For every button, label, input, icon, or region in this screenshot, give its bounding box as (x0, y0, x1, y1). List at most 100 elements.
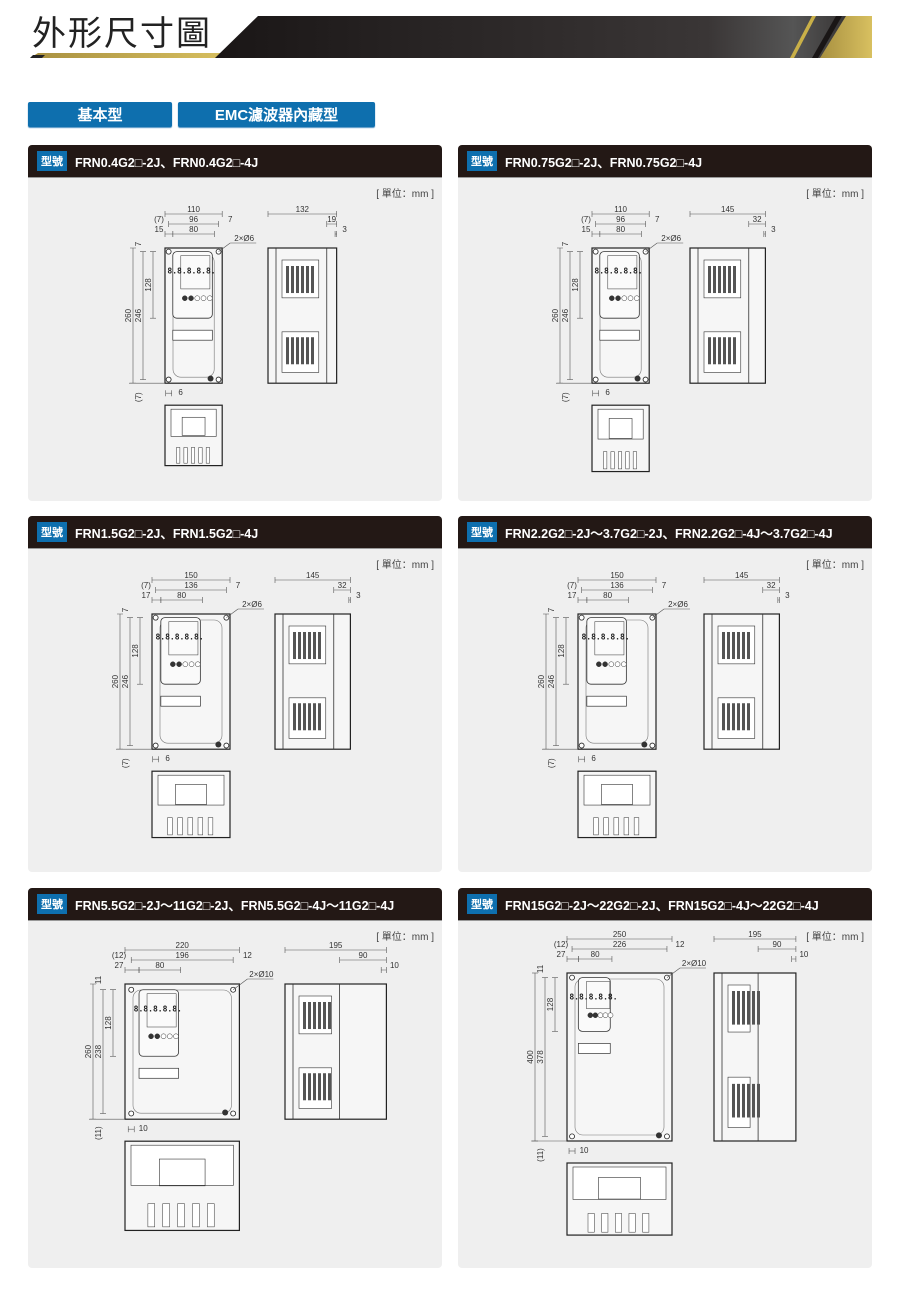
mount-hole (578, 614, 585, 621)
dim-foot: 6 (605, 388, 610, 397)
panel-header: 型號 FRN2.2G2□-2J～3.7G2□-2J、FRN2.2G2□-4J～3.… (458, 516, 872, 549)
unit-label: [ 單位：mm ] (806, 189, 864, 200)
dim-left-margin: (7) (581, 215, 591, 224)
model-title: FRN2.2G2□-2J～3.7G2□-2J、FRN2.2G2□-4J～3.7G… (505, 526, 833, 541)
dim-panel-width: 80 (177, 591, 186, 600)
mount-hole (223, 614, 230, 621)
dim-panel-offset: 17 (568, 591, 577, 600)
dim-depth: 195 (329, 941, 343, 950)
mount-hole (165, 248, 172, 255)
dim-panel-width: 80 (603, 591, 612, 600)
dim-left-margin: (12) (112, 951, 127, 960)
dim-right-margin: 12 (676, 940, 685, 949)
dim-left-margin: (7) (154, 215, 164, 224)
page-title: 外形尺寸圖 (32, 14, 212, 54)
dim-panel-height: 128 (104, 1016, 113, 1030)
nameplate (138, 1067, 179, 1079)
nameplate (586, 695, 627, 707)
model-title: FRN5.5G2□-2J～11G2□-2J、FRN5.5G2□-4J～11G2□… (75, 898, 395, 913)
dim-hole-pitch: 96 (616, 215, 625, 224)
unit-label: [ 單位：mm ] (376, 560, 434, 571)
dim-panel-height: 128 (546, 997, 555, 1011)
dim-depth-a: 19 (327, 215, 336, 224)
dim-bottom-margin: (7) (134, 392, 143, 402)
dim-bottom-margin: (7) (121, 758, 130, 768)
front-view: 8.8.8.8.8. (164, 247, 223, 384)
mount-hole (649, 742, 656, 749)
led-display-icon: 8.8.8.8.8. (167, 267, 215, 276)
bottom-view (566, 1162, 673, 1236)
side-view (703, 613, 781, 750)
dim-right-margin: 7 (662, 581, 667, 590)
side-view (284, 983, 388, 1120)
front-view: 8.8.8.8.8. (591, 247, 650, 384)
dim-top-margin: 11 (536, 964, 545, 973)
nameplate (599, 329, 640, 341)
dim-hole-diameter: 2×Ø6 (668, 600, 688, 609)
led-display-icon: 8.8.8.8.8. (581, 633, 629, 642)
dim-hole-pitch: 226 (613, 940, 627, 949)
dim-hole-height: 246 (561, 308, 570, 322)
mount-hole (230, 1110, 237, 1117)
dim-foot: 6 (591, 754, 596, 763)
bottom-view (151, 770, 231, 839)
dim-depth-b: 10 (390, 961, 399, 970)
led-display-icon: 8.8.8.8.8. (569, 993, 617, 1002)
dim-panel-width: 80 (616, 225, 625, 234)
dim-top-margin: 7 (121, 607, 130, 612)
dim-width: 250 (613, 930, 627, 939)
bottom-view (164, 404, 223, 467)
keypad (172, 251, 213, 319)
mount-hole (592, 376, 599, 383)
mount-hole (569, 1133, 575, 1140)
bottom-view (577, 770, 657, 839)
dim-hole-pitch: 136 (610, 581, 624, 590)
dim-top-margin: 7 (134, 241, 143, 246)
nameplate (160, 695, 201, 707)
mount-hole (649, 614, 656, 621)
dim-hole-diameter: 2×Ø10 (249, 970, 274, 979)
dim-right-margin: 7 (236, 581, 241, 590)
nameplate (577, 1043, 611, 1054)
dim-depth-b: 3 (771, 225, 776, 234)
tab-emc-filter[interactable]: EMC濾波器內藏型 (178, 102, 375, 127)
unit-label: [ 單位：mm ] (376, 932, 434, 943)
dim-depth-a: 90 (773, 940, 782, 949)
dim-width: 150 (184, 571, 198, 580)
dim-height: 260 (124, 308, 133, 322)
dim-left-margin: (7) (567, 581, 577, 590)
dim-bottom-margin: (11) (94, 1126, 103, 1140)
dim-depth-a: 32 (767, 581, 776, 590)
tab-basic[interactable]: 基本型 (28, 102, 172, 127)
dim-width: 150 (610, 571, 624, 580)
dim-hole-height: 378 (536, 1050, 545, 1064)
model-title: FRN0.75G2□-2J、FRN0.75G2□-4J (505, 155, 703, 170)
led-display-icon: 8.8.8.8.8. (155, 633, 203, 642)
dim-panel-width: 80 (155, 961, 164, 970)
mount-hole (569, 974, 575, 981)
dim-height: 400 (526, 1050, 535, 1064)
dim-width: 110 (187, 205, 200, 214)
side-view (274, 613, 352, 750)
dim-height: 260 (537, 674, 546, 688)
mount-hole (223, 742, 230, 749)
dim-depth: 145 (735, 571, 749, 580)
dim-depth-a: 32 (753, 215, 762, 224)
dim-hole-height: 238 (94, 1044, 103, 1058)
dim-hole-diameter: 2×Ø6 (661, 234, 681, 243)
model-badge: 型號 (467, 522, 497, 542)
mount-hole (664, 1133, 670, 1140)
dim-hole-height: 246 (547, 674, 556, 688)
dim-foot: 6 (178, 388, 183, 397)
